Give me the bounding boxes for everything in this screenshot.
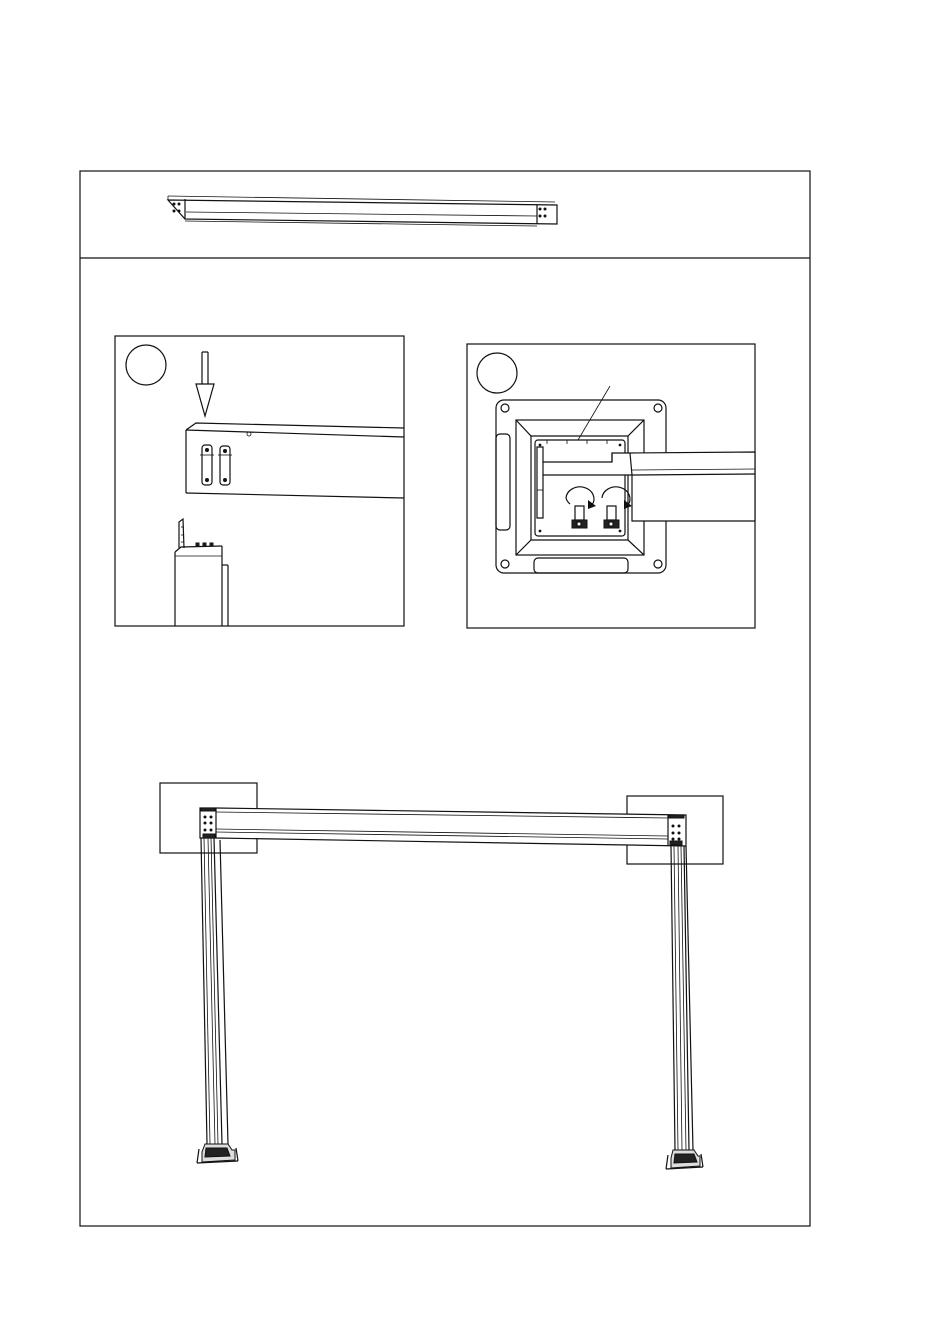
detail-1-step-badge (126, 345, 166, 385)
assembled-frame (160, 783, 723, 1169)
crossbar-part (168, 196, 557, 226)
callout-leader (578, 386, 610, 440)
left-foot (197, 1144, 238, 1163)
crossbar-end (186, 423, 404, 498)
screw-icon (572, 506, 619, 528)
crossbar-holes-right (539, 208, 547, 218)
detail-1-panel (115, 336, 404, 626)
assembled-crossbar (200, 808, 686, 846)
leg-top (175, 519, 228, 626)
left-leg (197, 838, 238, 1163)
inserted-crossbar (537, 447, 755, 521)
detail-2-step-badge (477, 353, 517, 393)
right-foot (666, 1150, 703, 1169)
right-leg (666, 846, 703, 1169)
down-arrow-icon (196, 352, 214, 416)
detail-2-panel (467, 344, 755, 628)
outer-frame (80, 171, 810, 1226)
crossbar-holes-left (173, 203, 181, 213)
